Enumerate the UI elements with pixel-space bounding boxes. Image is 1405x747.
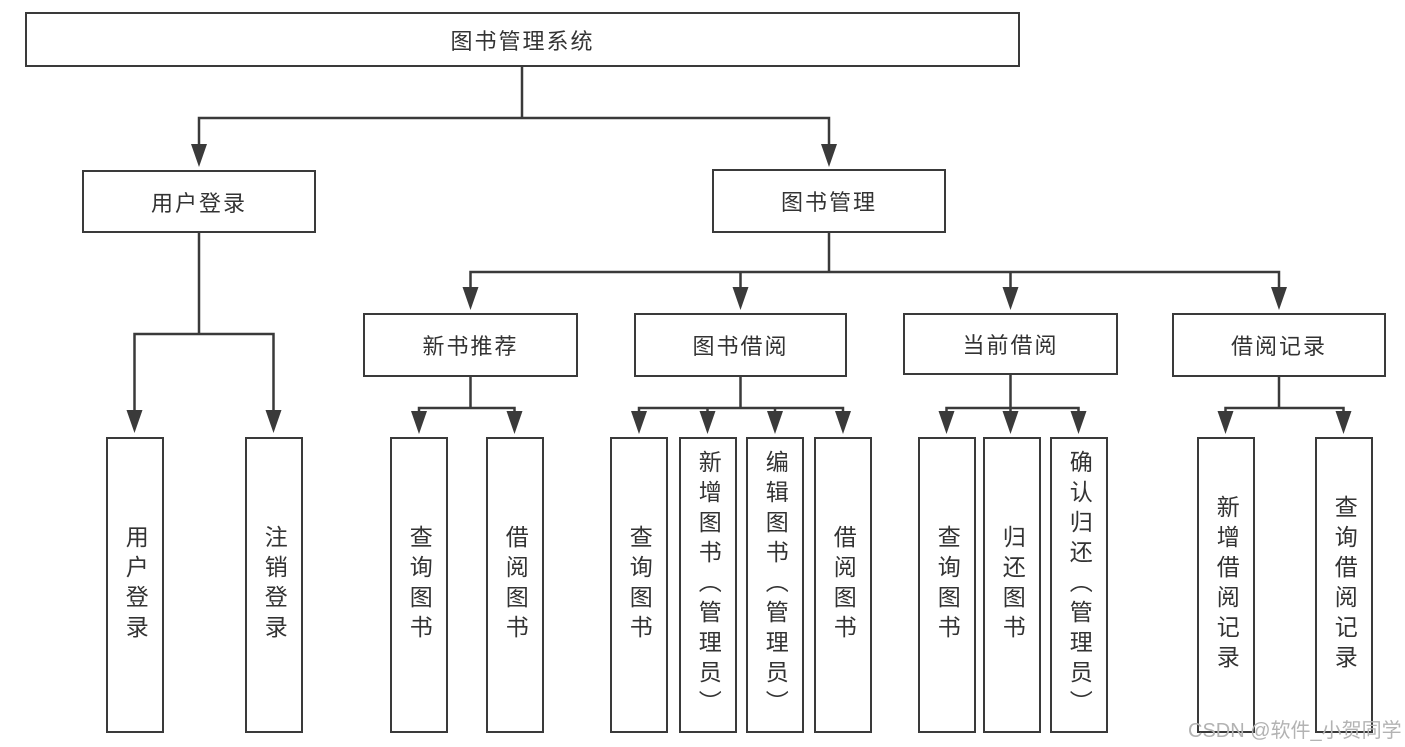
arrowhead [1002, 287, 1019, 310]
node-label: 图书借阅 [692, 334, 789, 359]
node-label: 新书推荐 [422, 334, 519, 359]
leaf-query-books-recommend: 查询图书 [390, 437, 448, 733]
arrowhead [1217, 411, 1234, 434]
node-library-system: 图书管理系统 [25, 12, 1020, 67]
arrowhead [411, 411, 427, 434]
leaf-edit-book-admin: 编辑图书（管理员） [746, 437, 804, 733]
node-label: 新增图书（管理员） [695, 450, 722, 720]
node-new-book-recommend: 新书推荐 [363, 313, 578, 377]
arrowhead [1070, 411, 1087, 434]
node-label: 注销登录 [261, 525, 288, 645]
node-label: 借阅图书 [502, 525, 529, 645]
node-label: 查询借阅记录 [1331, 495, 1358, 675]
arrowhead [191, 144, 207, 167]
node-label: 用户登录 [122, 525, 149, 645]
arrowhead [821, 144, 837, 167]
node-book-management: 图书管理 [712, 169, 946, 233]
arrowhead [1335, 411, 1352, 434]
leaf-return-books: 归还图书 [983, 437, 1041, 733]
csdn-watermark: CSDN @软件_小贺同学 [1188, 720, 1402, 742]
arrowhead [835, 411, 851, 434]
node-label: 新增借阅记录 [1213, 495, 1240, 675]
leaf-query-books-borrow: 查询图书 [610, 437, 668, 733]
arrowhead [1002, 411, 1019, 434]
node-label: 查询图书 [626, 525, 653, 645]
node-label: 编辑图书（管理员） [762, 450, 789, 720]
node-book-borrow: 图书借阅 [634, 313, 847, 377]
arrowhead [732, 287, 749, 310]
node-label: 借阅图书 [830, 525, 857, 645]
arrowheads [126, 144, 1352, 434]
arrowhead [938, 411, 955, 434]
leaf-add-borrow-record: 新增借阅记录 [1197, 437, 1255, 733]
leaf-borrow-books: 借阅图书 [814, 437, 872, 733]
arrowhead [506, 411, 523, 434]
node-label: 图书管理 [780, 190, 877, 215]
arrowhead [126, 410, 143, 433]
node-label: 借阅记录 [1230, 334, 1327, 359]
node-current-borrow: 当前借阅 [903, 313, 1118, 375]
node-label: 查询图书 [934, 525, 961, 645]
arrowhead [631, 411, 647, 434]
leaf-add-book-admin: 新增图书（管理员） [679, 437, 737, 733]
arrowhead [462, 287, 479, 310]
arrowhead [699, 411, 716, 434]
arrowhead [767, 411, 783, 434]
arrowhead [1271, 287, 1287, 310]
arrowhead [265, 410, 282, 433]
node-label: 归还图书 [999, 525, 1026, 645]
leaf-query-books-current: 查询图书 [918, 437, 976, 733]
node-label: 确认归还（管理员） [1066, 450, 1093, 720]
node-label: 当前借阅 [962, 333, 1059, 358]
node-label: 用户登录 [150, 190, 247, 216]
node-borrow-records: 借阅记录 [1172, 313, 1386, 377]
leaf-user-login: 用户登录 [106, 437, 164, 733]
leaf-confirm-return-admin: 确认归还（管理员） [1050, 437, 1108, 733]
node-user-login: 用户登录 [82, 170, 316, 233]
node-label: 图书管理系统 [450, 28, 595, 54]
node-label: 查询图书 [406, 525, 433, 645]
leaf-logout: 注销登录 [245, 437, 303, 733]
leaf-query-borrow-record: 查询借阅记录 [1315, 437, 1373, 733]
leaf-borrow-books-recommend: 借阅图书 [486, 437, 544, 733]
